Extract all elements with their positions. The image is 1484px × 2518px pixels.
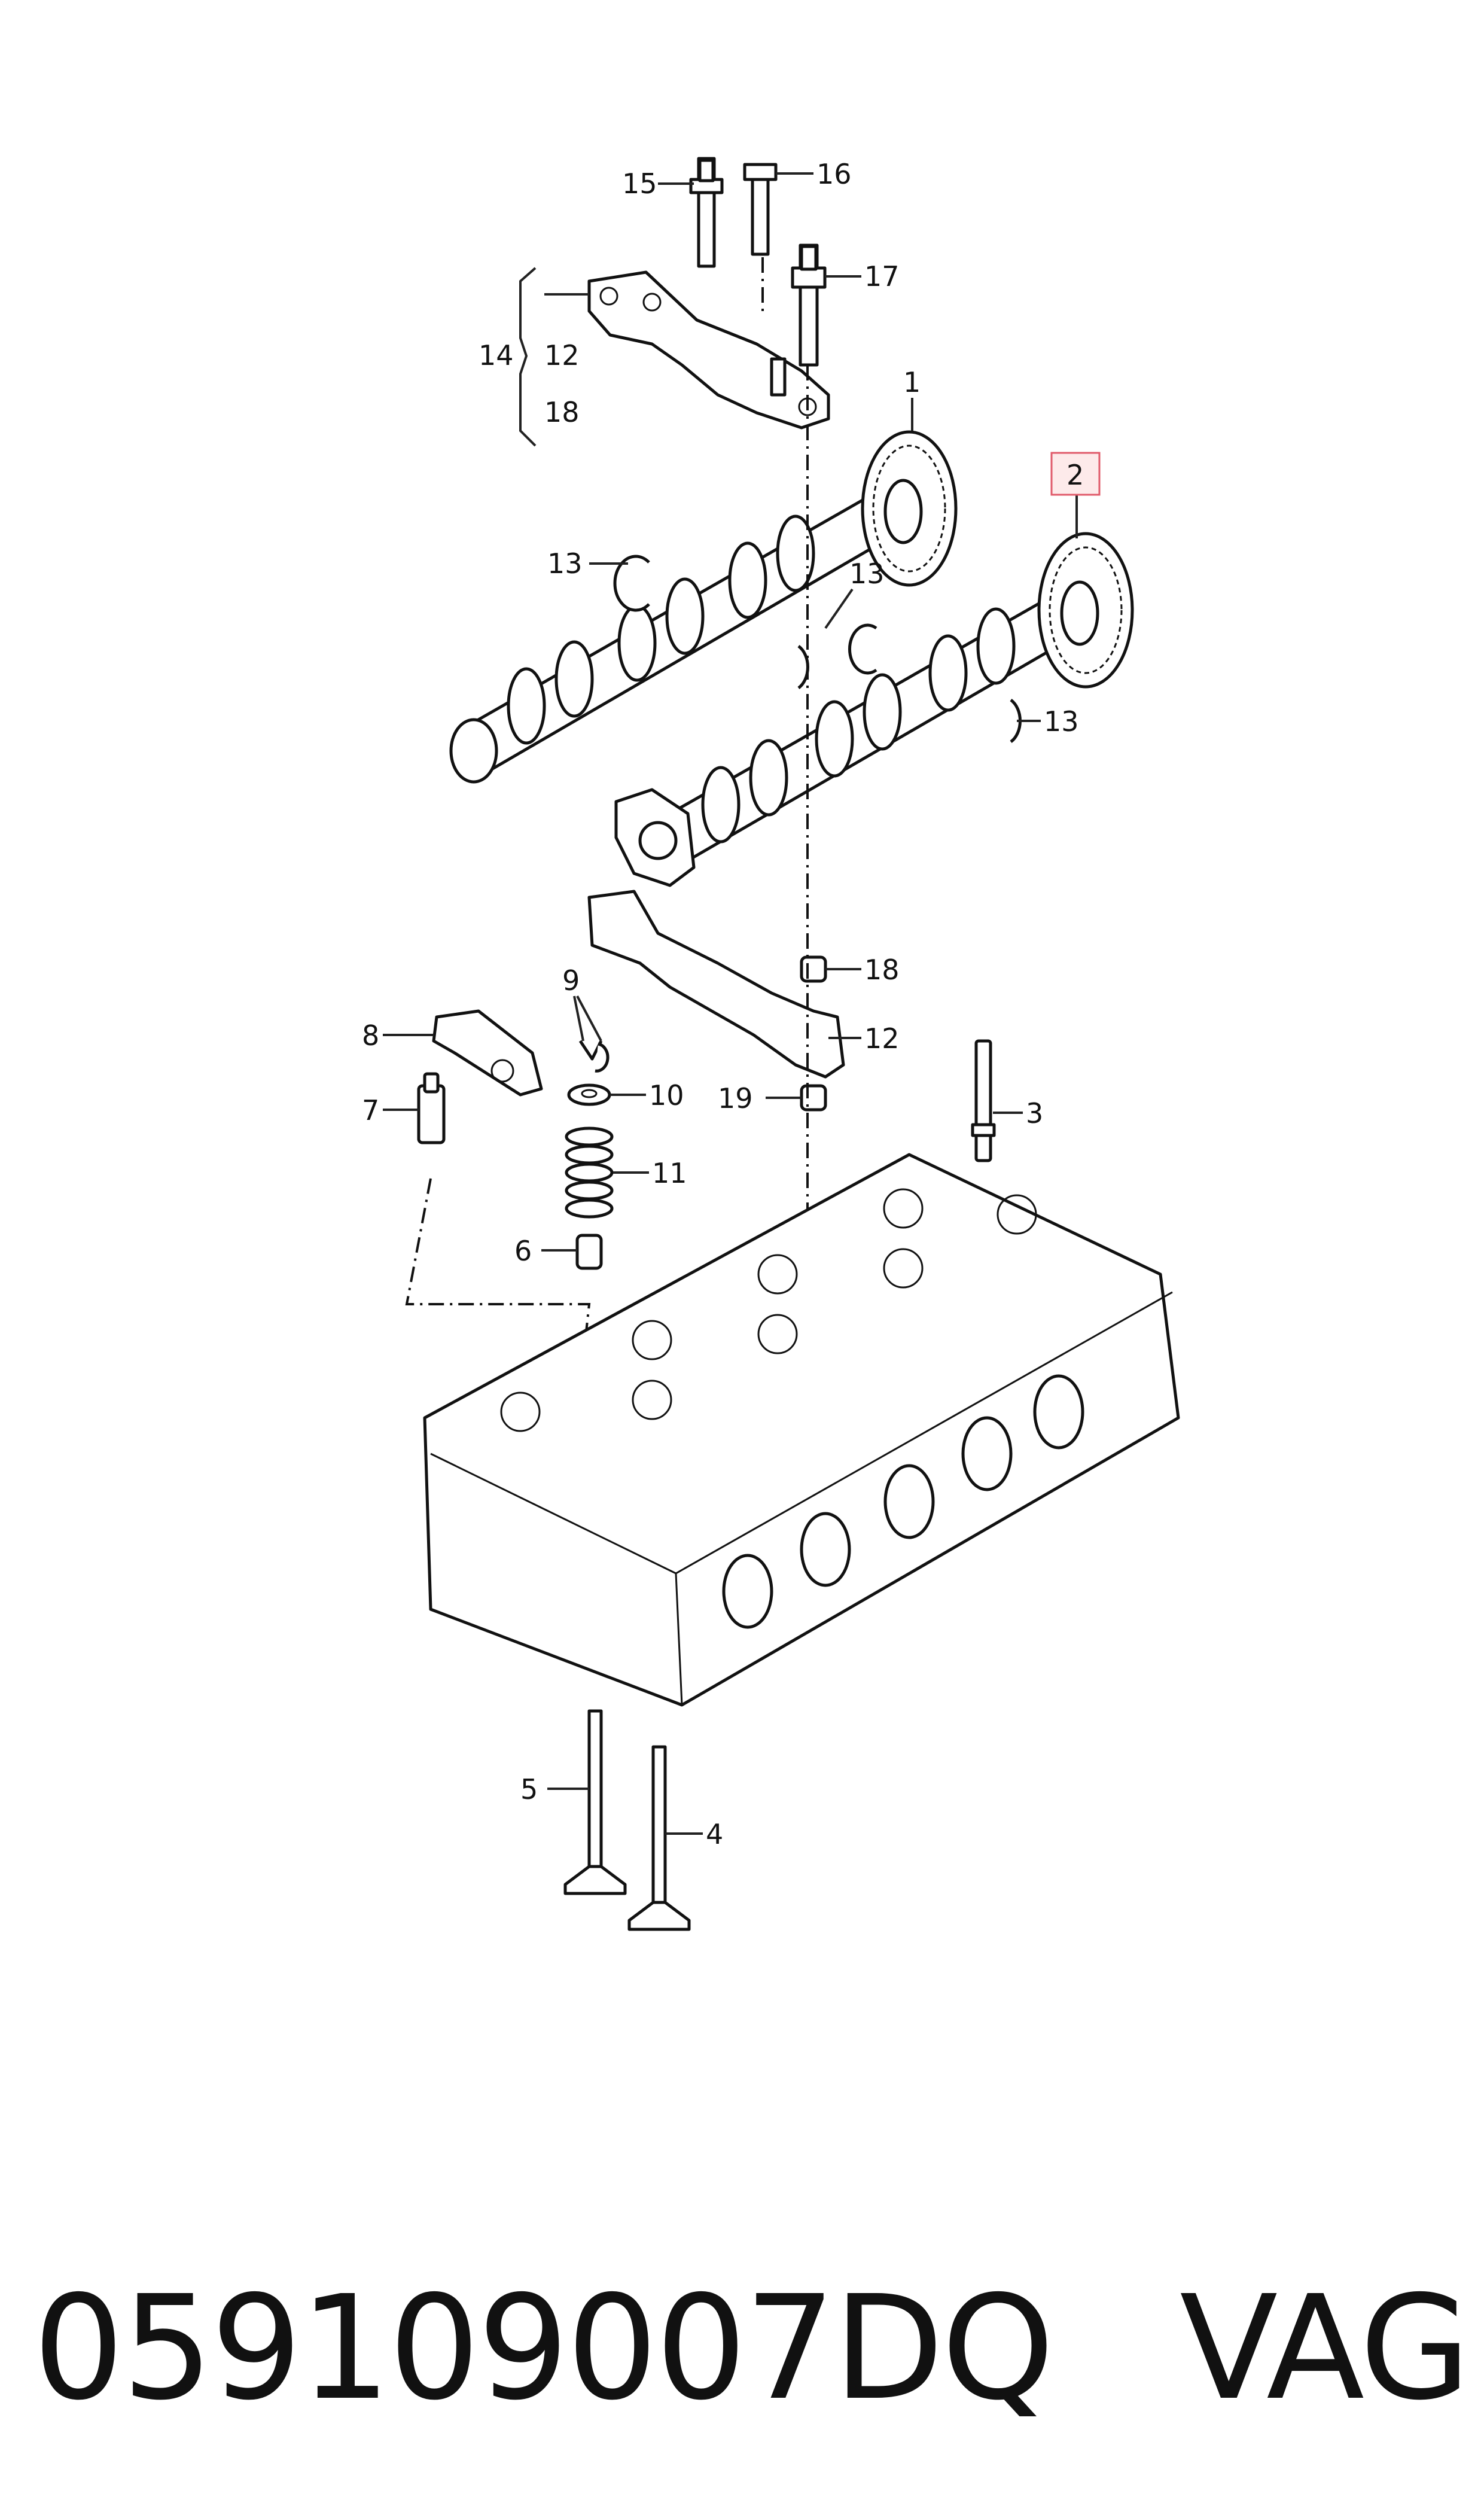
- callout-17: 17: [864, 260, 900, 293]
- bolt-17: [791, 243, 827, 367]
- ports: [722, 1374, 1084, 1629]
- highlight-box: [1050, 452, 1101, 496]
- valve-spring-11: [565, 1126, 614, 1219]
- callout-12-lower: 12: [864, 1022, 900, 1055]
- callout-8: 8: [362, 1019, 379, 1052]
- valve-stem-seal-6: [575, 1234, 603, 1270]
- upper-camshaft-bridge: [587, 270, 830, 430]
- exploded-parts-diagram: 15 16 17 14 12 18 1 2 13 13 13 18 12 9 8…: [362, 157, 1180, 1931]
- callout-10: 10: [649, 1079, 684, 1112]
- callout-3: 3: [1026, 1097, 1043, 1129]
- camshaft-1: [449, 430, 958, 784]
- hydraulic-lifter-7: [417, 1072, 446, 1144]
- callout-13-b: 13: [849, 558, 885, 590]
- camshaft-2: [614, 532, 1134, 887]
- callout-11: 11: [652, 1157, 687, 1189]
- callout-12-upper: 12: [544, 339, 580, 372]
- callout-4: 4: [706, 1818, 723, 1850]
- callout-18-upper: 18: [544, 396, 580, 428]
- callout-19: 19: [718, 1082, 753, 1115]
- cam-lobes-upper: [507, 514, 815, 745]
- cam-lobes-lower: [701, 607, 1016, 844]
- footer-caption: 059109007DQ VAG: [33, 2249, 1471, 2447]
- cam-sprocket-2: [1037, 532, 1134, 689]
- roller-rocker-8: [432, 1009, 543, 1097]
- callout-13-c: 13: [1044, 705, 1079, 738]
- cylinder-head: [423, 1153, 1180, 1707]
- callout-14: 14: [479, 339, 514, 372]
- callout-2: 2: [1066, 459, 1084, 491]
- callout-18-lower: 18: [864, 954, 900, 986]
- lower-camshaft-bridge: [587, 890, 845, 1112]
- callout-16: 16: [816, 158, 852, 190]
- bolt-15: [689, 157, 724, 268]
- callout-1: 1: [903, 366, 921, 398]
- callout-15: 15: [622, 168, 657, 200]
- leader-lines: [383, 172, 1078, 1835]
- valve-pockets: [500, 1188, 1037, 1432]
- callout-9: 9: [562, 964, 580, 997]
- intake-valve-4: [627, 1745, 691, 1931]
- callout-5: 5: [520, 1773, 538, 1805]
- callout-labels: 15 16 17 14 12 18 1 2 13 13 13 18 12 9 8…: [362, 158, 1084, 1850]
- valve-keepers-9: [578, 1040, 610, 1073]
- callout-6: 6: [514, 1235, 532, 1267]
- thrust-washers-13: [613, 555, 1022, 744]
- part-number: 059109007DQ: [33, 2264, 1055, 2432]
- spring-retainer-10: [567, 1083, 611, 1106]
- bolt-16: [743, 163, 778, 256]
- brand-name: VAG: [1180, 2264, 1471, 2432]
- cam-sprocket-1: [861, 430, 958, 587]
- callout-13-a: 13: [547, 547, 583, 580]
- exhaust-valve-5: [563, 1709, 627, 1895]
- callout-7: 7: [362, 1094, 379, 1126]
- stud-3: [971, 1039, 996, 1162]
